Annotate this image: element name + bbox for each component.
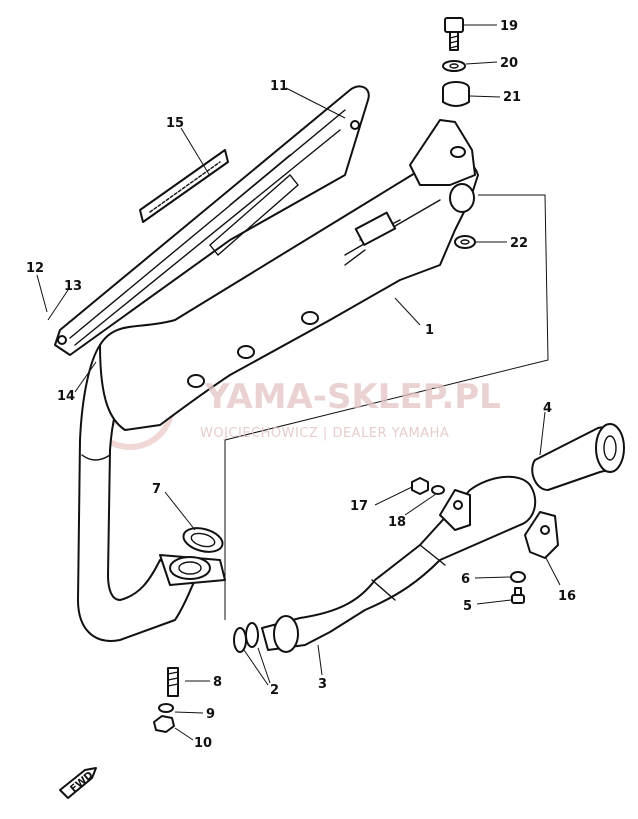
part-number-22: 22 [510, 236, 528, 251]
part-number-8: 8 [213, 675, 222, 690]
washer-9 [158, 703, 174, 713]
part-number-7: 7 [152, 482, 161, 497]
part-number-10: 10 [194, 736, 212, 751]
part-number-1: 1 [425, 323, 434, 338]
watermark-brand: YAMA-SKLEP.PL [204, 377, 501, 417]
part-number-5: 5 [463, 599, 472, 614]
washer-18 [431, 485, 445, 495]
gasket-2 [233, 622, 259, 653]
assembly-lines [224, 194, 549, 620]
part-number-6: 6 [461, 572, 470, 587]
part-number-4: 4 [543, 401, 552, 416]
bracket-16 [524, 511, 559, 559]
part-number-11: 11 [270, 79, 288, 94]
protector-plate [54, 85, 370, 356]
part-number-16: 16 [558, 589, 576, 604]
damper-21 [442, 81, 470, 107]
caution-label [139, 149, 229, 223]
collar-22 [454, 235, 476, 249]
part-number-14: 14 [57, 389, 75, 404]
part-numbers: 19 20 21 22 11 15 12 13 14 1 4 7 17 18 6… [26, 19, 576, 751]
fwd-arrow-icon: FWD [59, 767, 97, 799]
part-number-2: 2 [270, 683, 279, 698]
bolt-19 [444, 17, 464, 51]
part-number-20: 20 [500, 56, 518, 71]
part-number-19: 19 [500, 19, 518, 34]
leader-lines [36, 24, 561, 741]
part-number-9: 9 [206, 707, 215, 722]
mount-bracket [409, 119, 476, 213]
bolt-17 [411, 477, 429, 495]
muffler-bracket [439, 489, 471, 531]
part-number-12: 12 [26, 261, 44, 276]
watermark-dealer: WOJCIECHOWICZ | DEALER YAMAHA [200, 426, 449, 441]
part-number-3: 3 [318, 677, 327, 692]
part-number-17: 17 [350, 499, 368, 514]
tail-pipe-4 [531, 423, 625, 491]
muffler [261, 475, 537, 653]
nut-10 [153, 715, 175, 733]
part-number-13: 13 [64, 279, 82, 294]
part-number-15: 15 [166, 116, 184, 131]
stud-8 [167, 667, 179, 697]
bolt-5 [511, 587, 525, 604]
part-number-18: 18 [388, 515, 406, 530]
washer-20 [442, 60, 466, 72]
pipe-flange [159, 554, 226, 586]
part-number-21: 21 [503, 90, 521, 105]
gasket-7 [182, 527, 224, 553]
nut-6 [510, 571, 526, 583]
heat-shield [99, 156, 479, 431]
